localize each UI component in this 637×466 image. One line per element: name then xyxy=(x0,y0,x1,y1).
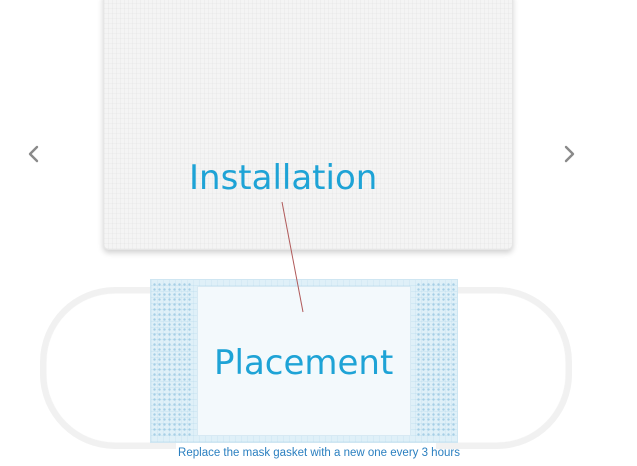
previous-image-button[interactable] xyxy=(20,141,46,167)
installation-label: Installation xyxy=(189,158,378,198)
mask-pleat-edge-left xyxy=(152,282,192,438)
next-image-button[interactable] xyxy=(557,141,583,167)
mask-gasket-image xyxy=(103,0,513,250)
chevron-right-icon xyxy=(564,145,575,163)
mask-ear-loop-left xyxy=(40,287,176,449)
mask-pleat-edge-right xyxy=(416,282,456,438)
chevron-left-icon xyxy=(28,145,39,163)
mask-center-panel xyxy=(197,286,411,436)
replacement-caption: Replace the mask gasket with a new one e… xyxy=(178,447,460,459)
placement-label: Placement xyxy=(214,343,394,383)
mask-ear-loop-right xyxy=(436,287,572,449)
caption-row: Replace the mask gasket with a new one e… xyxy=(0,445,600,461)
